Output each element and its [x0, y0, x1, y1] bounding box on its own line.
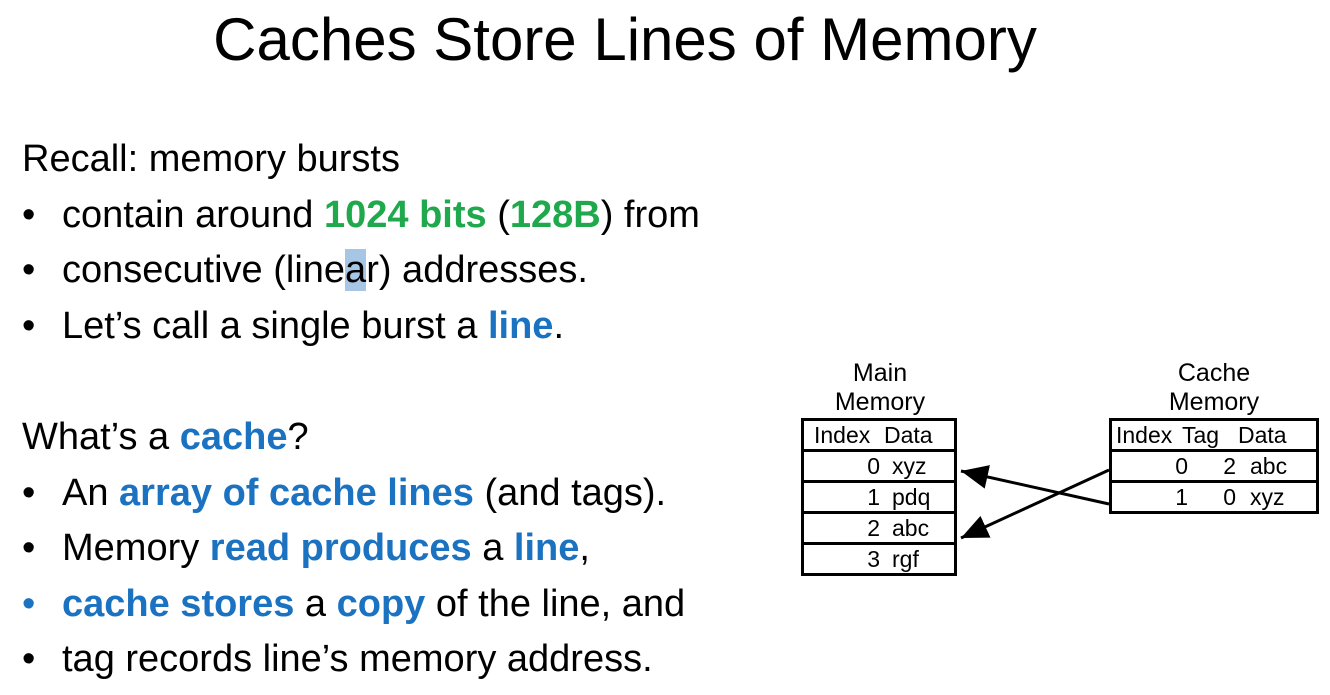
header-data: Data [1238, 422, 1287, 448]
table-header-row: Index Tag Data [1109, 418, 1319, 452]
highlight-line: line [487, 305, 554, 347]
cache-memory-label: Cache Memory [1134, 359, 1294, 417]
main-memory-table: Index Data 0 xyz 1 pdq 2 abc 3 rgf [801, 418, 957, 576]
table-row: 0 2 abc [1109, 449, 1319, 483]
bullet-text: Let’s call a single burst a [62, 305, 488, 347]
header-index: Index [814, 422, 871, 448]
bullet-glyph: • [22, 472, 36, 514]
row-tag: 0 [1223, 484, 1236, 510]
highlight-cache: cache [179, 416, 288, 458]
main-memory-label-line2: Memory [834, 388, 926, 416]
bullet-text: tag records line’s memory address. [62, 638, 653, 680]
table-row: 2 abc [801, 511, 957, 545]
bullet-text: (and tags). [473, 472, 667, 514]
main-memory-label-line1: Main [852, 359, 908, 387]
row-index: 2 [867, 515, 880, 541]
row-index: 3 [867, 546, 880, 572]
bullet-glyph: • [22, 527, 36, 569]
row-index: 0 [1175, 453, 1188, 479]
row-data: pdq [892, 484, 931, 510]
header-tag: Tag [1182, 422, 1220, 448]
bullet-glyph: • [22, 583, 36, 625]
bullet-text: contain around [62, 194, 324, 236]
bullet-text: . [553, 305, 565, 347]
bullet-glyph: • [22, 638, 36, 680]
slide-title: Caches Store Lines of Memory [213, 6, 1037, 73]
bullet-glyph: • [22, 305, 36, 347]
text-cursor-highlight: a [345, 249, 367, 291]
table-row: 3 rgf [801, 542, 957, 576]
row-data: abc [1250, 453, 1288, 479]
cache-memory-label-line1: Cache [1177, 359, 1251, 387]
row-index: 1 [1175, 484, 1188, 510]
arrow-cache1-to-main0 [960, 465, 1110, 506]
row-data: rgf [892, 546, 919, 572]
bullet-glyph: • [22, 194, 36, 236]
cache-memory-label-line2: Memory [1168, 388, 1260, 416]
table-header-row: Index Data [801, 418, 957, 452]
header-index: Index [1116, 422, 1173, 448]
bullet-text: Memory [62, 527, 210, 569]
bullet-text: , [579, 527, 590, 569]
cache-memory-table: Index Tag Data 0 2 abc 1 0 xyz [1109, 418, 1319, 514]
bullet-text: ( [486, 194, 510, 236]
table-row: 1 0 xyz [1109, 480, 1319, 514]
row-index: 0 [867, 453, 880, 479]
bullet-glyph: • [22, 249, 36, 291]
bullet-text: a [294, 583, 337, 625]
main-memory-label: Main Memory [800, 359, 960, 417]
highlight-line: line [513, 527, 580, 569]
bullet-text: An [62, 472, 120, 514]
highlight-read-produces: read produces [209, 527, 472, 569]
heading-text: What’s a [22, 416, 180, 458]
bullet-text: a [471, 527, 514, 569]
bullet-text: r) addresses. [366, 249, 588, 291]
row-data: xyz [1250, 484, 1285, 510]
arrow-cache0-to-main2 [960, 468, 1110, 540]
table-row: 1 pdq [801, 480, 957, 514]
header-data: Data [884, 422, 933, 448]
bullet-text: ) from [600, 194, 700, 236]
row-index: 1 [867, 484, 880, 510]
highlight-array-of-cache-lines: array of cache lines [119, 472, 474, 514]
highlight-128b: 128B [509, 194, 601, 236]
bullet-text: consecutive (line [62, 249, 346, 291]
row-data: xyz [892, 453, 927, 479]
highlight-copy: copy [336, 583, 426, 625]
cache-heading: What’s a cache? [22, 414, 309, 460]
recall-heading: Recall: memory bursts [22, 138, 400, 180]
table-row: 0 xyz [801, 449, 957, 483]
row-data: abc [892, 515, 930, 541]
highlight-cache-stores: cache stores [62, 583, 295, 625]
row-tag: 2 [1223, 453, 1236, 479]
highlight-1024-bits: 1024 bits [323, 194, 487, 236]
bullet-text: of the line, and [425, 583, 686, 625]
heading-text: ? [287, 416, 309, 458]
